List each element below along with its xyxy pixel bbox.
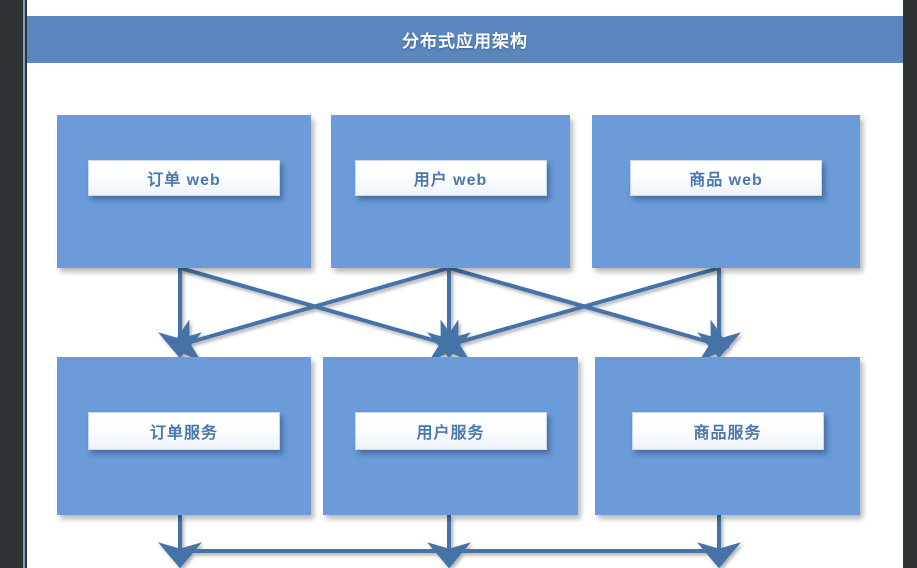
connector-order-web-to-user-service xyxy=(179,266,460,362)
node-user-web-label: 用户 web xyxy=(354,160,547,196)
node-product-web-label: 商品 web xyxy=(630,160,822,196)
node-order-service-label: 订单服务 xyxy=(88,412,280,450)
node-user-web[interactable]: 用户 web xyxy=(331,115,570,268)
node-user-service[interactable]: 用户服务 xyxy=(323,357,578,515)
connector-user-web-to-product-service xyxy=(448,266,730,362)
document-page: 分布式应用架构 xyxy=(27,0,903,568)
connector-service-bus xyxy=(180,514,719,551)
node-product-service-label: 商品服务 xyxy=(631,412,824,450)
diagram-title: 分布式应用架构 xyxy=(402,32,528,51)
node-user-service-label: 用户服务 xyxy=(354,412,547,450)
right-gutter xyxy=(903,0,917,568)
node-order-web-label: 订单 web xyxy=(88,160,280,196)
left-gutter xyxy=(0,0,8,568)
node-product-web[interactable]: 商品 web xyxy=(592,115,860,268)
node-order-web[interactable]: 订单 web xyxy=(57,115,311,268)
diagram-canvas: 订单 web 用户 web 商品 web 订单服务 用户服务 商品服务 xyxy=(27,63,903,568)
diagram-title-bar: 分布式应用架构 xyxy=(27,16,903,63)
document-frame-rule xyxy=(23,0,25,568)
node-order-service[interactable]: 订单服务 xyxy=(57,357,311,515)
connector-user-web-to-order-service xyxy=(170,266,450,362)
node-product-service[interactable]: 商品服务 xyxy=(595,357,860,515)
connector-product-web-to-user-service xyxy=(439,266,720,362)
